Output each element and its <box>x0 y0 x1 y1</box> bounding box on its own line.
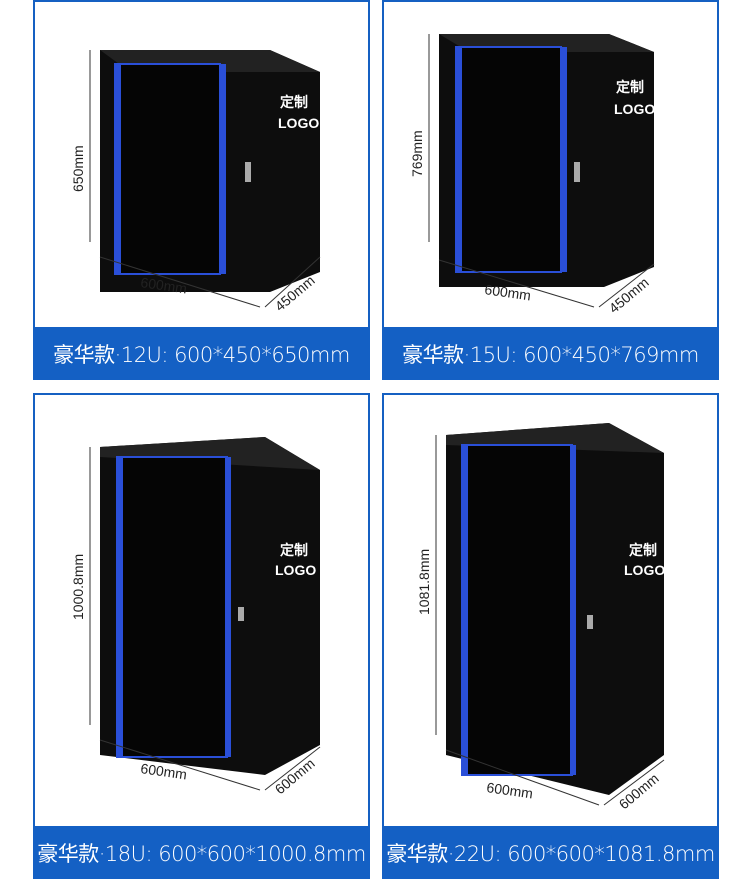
height-label: 769mm <box>409 130 425 177</box>
glass-door <box>114 63 221 275</box>
lock-icon <box>238 607 244 621</box>
product-card-22u: 定制 LOGO 1081.8mm 600mm 600mm 豪华款·22U: 60… <box>382 393 719 879</box>
width-label: 600mm <box>486 779 534 801</box>
glass-door <box>116 456 228 758</box>
logo-line1: 定制 <box>616 79 644 95</box>
product-card-15u: 定制 LOGO 769mm 600mm 450mm 豪华款·15U: 600*4… <box>382 0 719 380</box>
product-caption: 豪华款·15U: 600*450*769mm <box>382 327 719 380</box>
product-card-18u: 定制 LOGO 1000.8mm 600mm 600mm 豪华款·18U: 60… <box>33 393 370 879</box>
height-label: 1000.8mm <box>70 554 86 620</box>
glass-door <box>461 444 573 776</box>
cabinet-image: 定制 LOGO 1081.8mm 600mm 600mm <box>416 423 665 812</box>
logo-line1: 定制 <box>280 542 308 558</box>
logo-line2: LOGO <box>275 562 316 578</box>
logo-line1: 定制 <box>280 94 308 110</box>
glass-door <box>455 46 562 273</box>
lock-icon <box>574 162 580 182</box>
width-label: 600mm <box>140 760 188 782</box>
height-label: 650mm <box>70 145 86 192</box>
width-label: 600mm <box>140 274 188 296</box>
height-label: 1081.8mm <box>416 549 432 615</box>
logo-line1: 定制 <box>629 542 657 558</box>
cabinet-image: 定制 LOGO 769mm 600mm 450mm <box>409 34 655 316</box>
lock-icon <box>587 615 593 629</box>
logo-line2: LOGO <box>278 115 319 131</box>
lock-icon <box>245 162 251 182</box>
width-label: 600mm <box>484 281 532 303</box>
product-caption: 豪华款·22U: 600*600*1081.8mm <box>382 826 719 879</box>
logo-line2: LOGO <box>624 562 665 578</box>
cabinet-image: 定制 LOGO 1000.8mm 600mm 600mm <box>70 437 321 797</box>
product-card-12u: 定制 LOGO 650mm 600mm 450mm 豪华款·12U: 600*4… <box>33 0 370 380</box>
product-caption: 豪华款·18U: 600*600*1000.8mm <box>33 826 370 879</box>
logo-line2: LOGO <box>614 101 655 117</box>
product-caption: 豪华款·12U: 600*450*650mm <box>33 327 370 380</box>
cabinet-image: 定制 LOGO 650mm 600mm 450mm <box>70 50 321 314</box>
